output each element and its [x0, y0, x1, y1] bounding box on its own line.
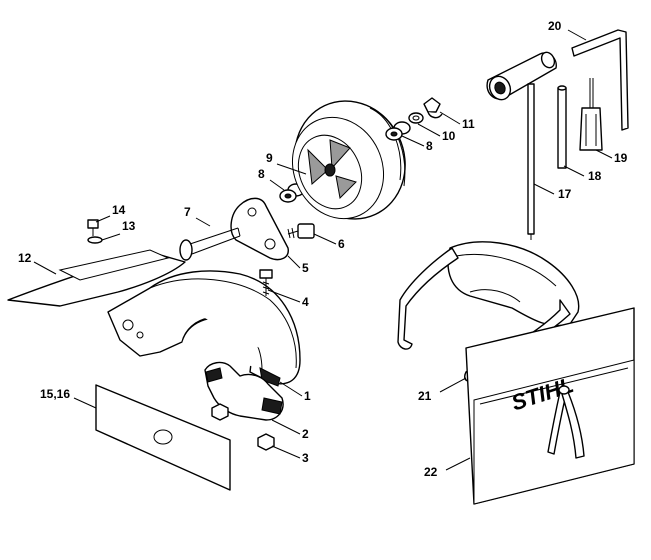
- callout-labels: 1 2 3 4 5 6 7 8 8 9 10 11 12 13 14 15,16…: [18, 19, 628, 479]
- callout-8b: 8: [426, 139, 433, 153]
- callout-19: 19: [614, 151, 628, 165]
- callout-8a: 8: [258, 167, 265, 181]
- wheel-part: [291, 100, 406, 220]
- long-bolt-part: [179, 227, 241, 261]
- hex-key-part: [571, 29, 629, 131]
- callout-4: 4: [302, 295, 309, 309]
- wing-nut-part: [423, 97, 443, 119]
- callout-22: 22: [424, 465, 438, 479]
- callout-21: 21: [418, 389, 432, 403]
- deflector-plate-part: [7, 249, 186, 307]
- rod-part: [557, 85, 567, 169]
- callout-9: 9: [266, 151, 273, 165]
- screwdriver-part: [579, 78, 603, 151]
- callout-1: 1: [304, 389, 311, 403]
- callout-20: 20: [548, 19, 562, 33]
- callout-11: 11: [462, 117, 475, 131]
- blade-part: [95, 384, 231, 491]
- callout-18: 18: [588, 169, 602, 183]
- bolt-6-part: [287, 223, 315, 239]
- callout-14: 14: [112, 203, 126, 217]
- tool-pouch-part: STIHL: [465, 307, 635, 505]
- triangle-plate-part: [230, 197, 289, 261]
- callout-7: 7: [184, 205, 191, 219]
- screw-4-part: [259, 269, 273, 296]
- callout-3: 3: [302, 451, 309, 465]
- callout-10: 10: [442, 129, 456, 143]
- washer-part: [408, 112, 424, 124]
- guard-housing-part: [107, 270, 301, 387]
- callout-15-16: 15,16: [40, 387, 70, 401]
- combination-wrench-part: [486, 51, 557, 240]
- callout-6: 6: [338, 237, 345, 251]
- nut-part: [211, 403, 275, 451]
- callout-2: 2: [302, 427, 309, 441]
- callout-17: 17: [558, 187, 572, 201]
- callout-12: 12: [18, 251, 32, 265]
- callout-5: 5: [302, 261, 309, 275]
- callout-13: 13: [122, 219, 136, 233]
- bushing-right-part: [385, 121, 411, 141]
- screw-washer-part: [87, 219, 103, 244]
- leader-lines: [33, 29, 613, 471]
